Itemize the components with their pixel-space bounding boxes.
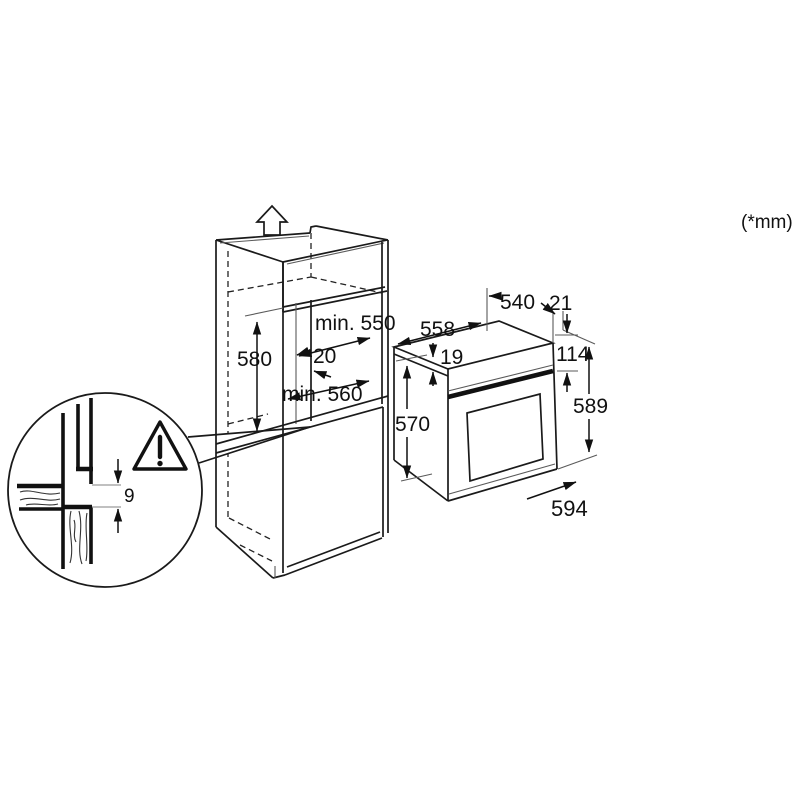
cabinet-lower-door [284,407,384,576]
dim-label-bottom-width: 594 [551,496,588,521]
wood-grain [19,490,88,565]
cabinet-dimensions: 580 min. 550 20 min. 560 [237,307,396,432]
dim-label-panel-height: 114 [556,343,590,366]
dim-label-top-width: 540 [500,291,535,314]
cabinet-drawing [187,225,389,579]
cabinet-hidden-lines [227,233,383,562]
dim-label-niche-depth-bottom: min. 560 [282,383,363,406]
cabinet-left-panel [215,240,286,579]
units-note: (*mm) [741,212,793,233]
cabinet-top-compartment [215,225,389,313]
oven-drawing: 558 540 21 19 114 589 570 594 [391,288,608,521]
cabinet-niche [215,240,389,573]
dim-label-top-edge: 558 [420,318,455,341]
warning-triangle-icon [132,420,188,471]
dim-label-front-top-inset: 19 [440,346,463,369]
dim-label-front-height: 570 [395,413,430,436]
dim-label-total-height: 589 [573,395,608,418]
dim-label-niche-height: 580 [237,348,272,371]
detail-callout-circle: 9 [7,392,203,588]
oven-dimensions: 558 540 21 19 114 589 570 594 [395,291,608,521]
dim-label-shelf-gap: 9 [124,486,135,507]
extraction-arrow-icon [255,204,289,236]
dim-label-rear-clearance: 21 [549,292,572,315]
mounting-detail: 9 [17,398,135,569]
oven-door-window [466,392,544,483]
oven-body [391,320,558,502]
dim-label-rear-gap: 20 [313,345,336,368]
dim-label-niche-depth-top: min. 550 [315,312,396,335]
